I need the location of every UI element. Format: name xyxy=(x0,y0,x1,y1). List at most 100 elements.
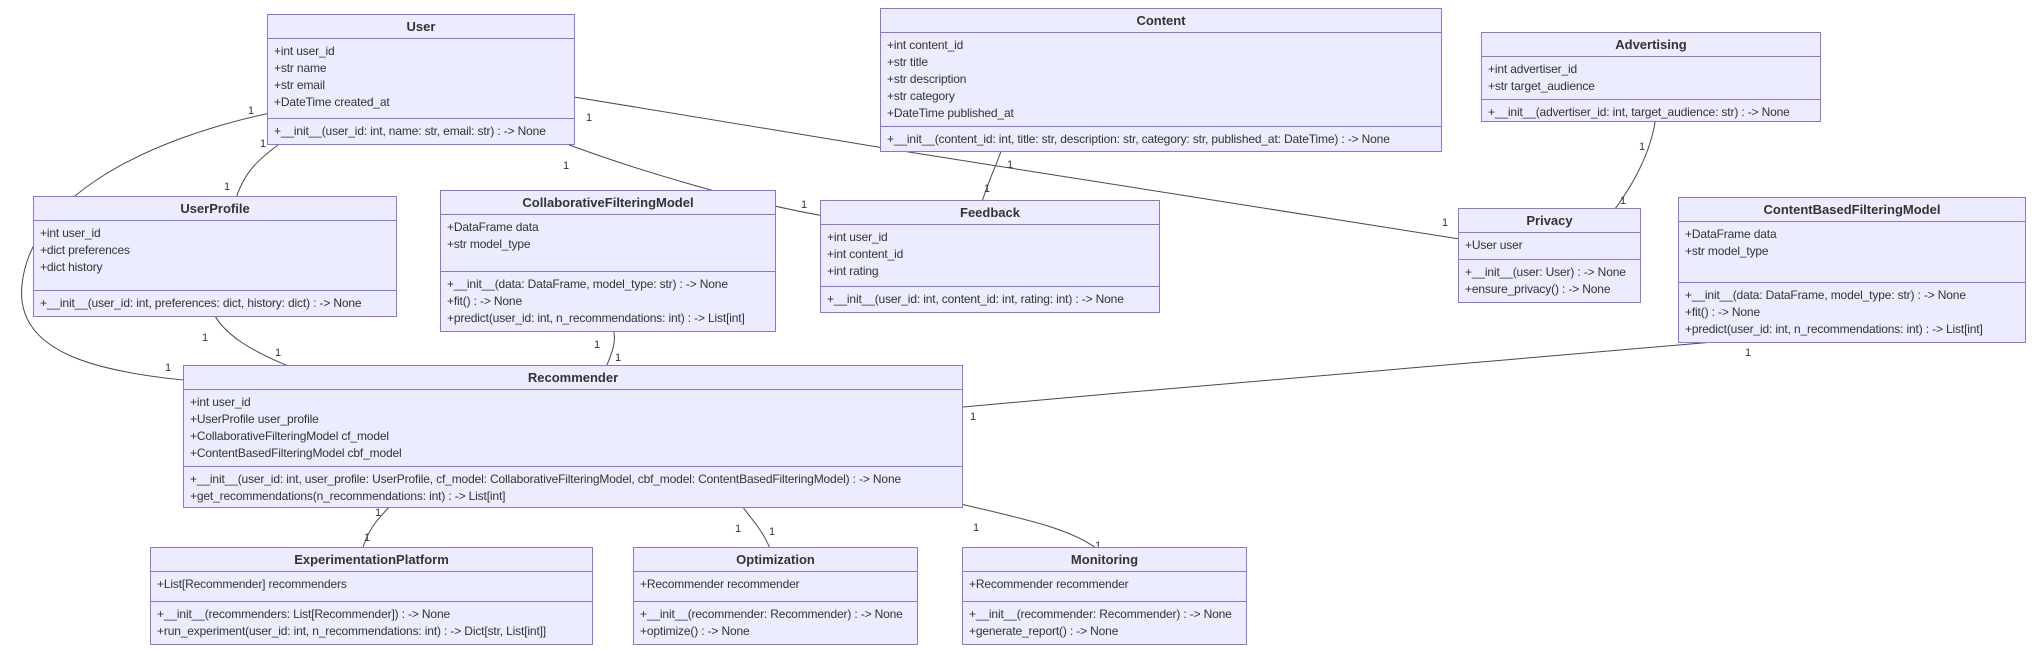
multiplicity-label: 1 xyxy=(1745,347,1751,359)
class-attributes: +Recommender recommender xyxy=(634,572,917,602)
multiplicity-label: 1 xyxy=(615,352,621,364)
method: +get_recommendations(n_recommendations: … xyxy=(190,489,506,503)
attribute: +str model_type xyxy=(1685,244,1769,258)
method: +__init__(user_id: int, preferences: dic… xyxy=(40,296,362,310)
class-node-experimentation_platform: ExperimentationPlatform +List[Recommende… xyxy=(150,547,593,645)
class-attributes: +DataFrame data +str model_type xyxy=(441,215,775,272)
class-node-user: User +int user_id+str name+str email+Dat… xyxy=(267,14,575,145)
class-attributes: +User user xyxy=(1459,233,1640,260)
class-title: Feedback xyxy=(821,201,1159,225)
attribute: +CollaborativeFilteringModel cf_model xyxy=(190,429,389,443)
association-edge xyxy=(567,95,1467,241)
attribute: +dict preferences xyxy=(40,243,130,257)
class-title: ContentBasedFilteringModel xyxy=(1679,198,2025,222)
class-title: Content xyxy=(881,9,1441,33)
multiplicity-label: 1 xyxy=(586,112,592,124)
attribute: +Recommender recommender xyxy=(640,577,800,591)
class-methods: +__init__(advertiser_id: int, target_aud… xyxy=(1482,100,1820,121)
multiplicity-label: 1 xyxy=(1620,195,1626,207)
attribute: +int content_id xyxy=(827,247,904,261)
multiplicity-label: 1 xyxy=(1442,217,1448,229)
multiplicity-label: 1 xyxy=(165,362,171,374)
class-methods: +__init__(user_id: int, preferences: dic… xyxy=(34,291,396,316)
association-edge xyxy=(234,141,283,203)
attribute: +int user_id xyxy=(40,226,101,240)
class-attributes: +int user_id +UserProfile user_profile +Co… xyxy=(184,390,962,467)
class-attributes: +List[Recommender] recommenders xyxy=(151,572,592,602)
attribute: +str title xyxy=(887,55,928,69)
class-attributes: +int user_id+str name+str email+DateTime… xyxy=(268,39,574,119)
method: +__init__(user: User) : -> None xyxy=(1465,265,1626,279)
class-node-monitoring: Monitoring +Recommender recommender +__i… xyxy=(962,547,1247,645)
multiplicity-label: 1 xyxy=(375,507,381,519)
class-node-optimization: Optimization +Recommender recommender +_… xyxy=(633,547,918,645)
method: +generate_report() : -> None xyxy=(969,624,1119,638)
multiplicity-label: 1 xyxy=(202,332,208,344)
attribute: +DateTime published_at xyxy=(887,106,1014,120)
class-methods: +__init__(user: User) : -> None +ensure_p… xyxy=(1459,260,1640,302)
class-node-content: Content +int content_id +str title +str de… xyxy=(880,8,1442,152)
method: +__init__(advertiser_id: int, target_aud… xyxy=(1488,105,1790,119)
class-title: User xyxy=(268,15,574,39)
multiplicity-label: 1 xyxy=(1639,141,1645,153)
multiplicity-label: 1 xyxy=(801,199,807,211)
attribute: +str name xyxy=(274,61,327,75)
class-title: CollaborativeFilteringModel xyxy=(441,191,775,215)
multiplicity-label: 1 xyxy=(594,339,600,351)
multiplicity-label: 1 xyxy=(970,411,976,423)
attribute: +int user_id xyxy=(827,230,888,244)
method: +fit() : -> None xyxy=(447,294,522,308)
attribute: +int user_id xyxy=(190,395,251,409)
attribute: +DataFrame data xyxy=(447,220,539,234)
association-edge xyxy=(211,309,299,371)
attribute: +DateTime created_at xyxy=(274,95,390,109)
class-title: Monitoring xyxy=(963,548,1246,572)
class-attributes: +int advertiser_id+str target_audience xyxy=(1482,57,1820,100)
association-edge xyxy=(21,111,276,382)
method: +__init__(user_id: int, user_profile: Us… xyxy=(190,472,901,486)
class-methods: +__init__(user_id: int, content_id: int,… xyxy=(821,287,1159,312)
multiplicity-label: 1 xyxy=(1007,159,1013,171)
multiplicity-label: 1 xyxy=(563,160,569,172)
multiplicity-label: 1 xyxy=(260,138,266,150)
attribute: +List[Recommender] recommenders xyxy=(157,577,347,591)
class-title: Privacy xyxy=(1459,209,1640,233)
class-attributes: +int user_id +dict preferences +dict histo… xyxy=(34,221,396,291)
attribute: +UserProfile user_profile xyxy=(190,412,319,426)
attribute: +ContentBasedFilteringModel cbf_model xyxy=(190,446,402,460)
attribute: +int content_id xyxy=(887,38,964,52)
association-edge xyxy=(555,139,831,218)
class-node-user_profile: UserProfile +int user_id+dict preference… xyxy=(33,196,397,317)
multiplicity-label: 1 xyxy=(769,526,775,538)
method: +__init__(user_id: int, content_id: int,… xyxy=(827,292,1124,306)
class-methods: +__init__(user_id: int, user_profile: Us… xyxy=(184,467,962,507)
class-node-feedback: Feedback +int user_id+int content_id+int… xyxy=(820,200,1160,313)
method: +optimize() : -> None xyxy=(640,624,750,638)
method: +fit() : -> None xyxy=(1685,305,1760,319)
method: +__init__(recommenders: List[Recommender… xyxy=(157,607,450,621)
attribute: +int advertiser_id xyxy=(1488,62,1578,76)
multiplicity-label: 1 xyxy=(984,183,990,195)
class-title: ExperimentationPlatform xyxy=(151,548,592,572)
class-methods: +__init__(data: DataFrame, model_type: s… xyxy=(1679,283,2025,342)
method: +predict(user_id: int, n_recommendations… xyxy=(447,311,745,325)
multiplicity-label: 1 xyxy=(275,347,281,359)
attribute: +DataFrame data xyxy=(1685,227,1777,241)
class-methods: +__init__(recommender: Recommender) : ->… xyxy=(634,602,917,644)
method: +__init__(data: DataFrame, model_type: s… xyxy=(1685,288,1966,302)
multiplicity-label: 1 xyxy=(1095,540,1101,552)
class-node-content_based_filtering_model: ContentBasedFilteringModel +DataFrame da… xyxy=(1678,197,2026,343)
association-edge xyxy=(1611,115,1657,214)
method: +ensure_privacy() : -> None xyxy=(1465,282,1611,296)
multiplicity-label: 1 xyxy=(973,522,979,534)
attribute: +dict history xyxy=(40,260,103,274)
attribute: +str model_type xyxy=(447,237,531,251)
method: +__init__(recommender: Recommender) : ->… xyxy=(640,607,903,621)
attribute: +Recommender recommender xyxy=(969,577,1129,591)
class-node-privacy: Privacy +User user +__init__(user: User)… xyxy=(1458,208,1641,303)
class-attributes: +int user_id+int content_id+int rating xyxy=(821,225,1159,287)
method: +__init__(recommender: Recommender) : ->… xyxy=(969,607,1232,621)
attribute: +str description xyxy=(887,72,967,86)
multiplicity-label: 1 xyxy=(735,523,741,535)
multiplicity-label: 1 xyxy=(248,105,254,117)
